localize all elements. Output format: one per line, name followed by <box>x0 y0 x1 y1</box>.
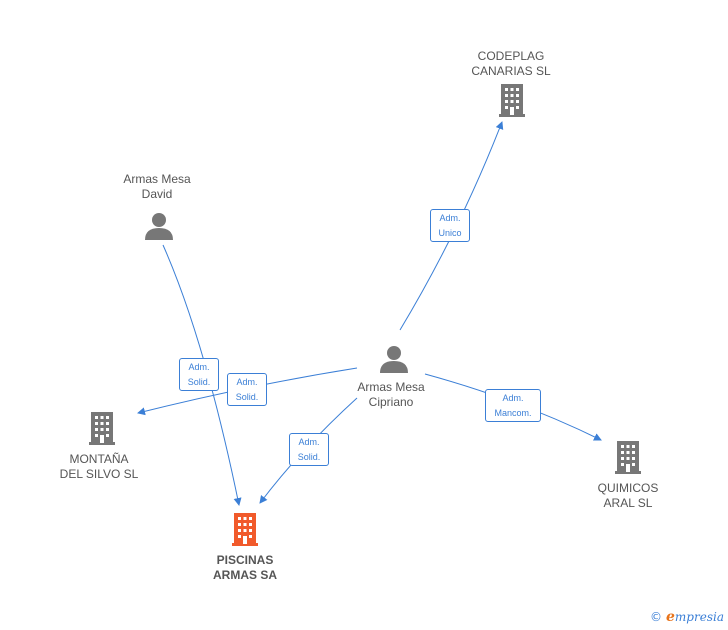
relation-line: Solid. <box>297 452 321 462</box>
relation-line: Adm. <box>188 362 210 372</box>
node-label-line: QUIMICOS <box>597 481 659 495</box>
edge-david-piscinas <box>162 244 242 506</box>
person-icon <box>380 346 408 373</box>
node-label-line: DEL SILVO SL <box>59 467 139 481</box>
building-icon <box>89 412 115 445</box>
relation-line: Adm. <box>236 377 258 387</box>
relation-badge-cipriano-montana[interactable]: Adm. Solid. <box>227 373 267 406</box>
brand-initial: e <box>666 609 675 625</box>
relation-line: Solid. <box>235 392 259 402</box>
node-label-piscinas[interactable]: PISCINAS ARMAS SA <box>213 553 277 583</box>
relation-line: Unico <box>438 228 462 238</box>
node-label-montana[interactable]: MONTAÑA DEL SILVO SL <box>60 452 139 482</box>
node-label-line: ARAL SL <box>603 496 653 510</box>
building-icon <box>499 84 525 117</box>
copyright-symbol: © <box>650 610 662 624</box>
relation-line: Solid. <box>187 377 211 387</box>
building-icon <box>232 513 258 546</box>
node-label-line: Cipriano <box>368 395 414 409</box>
relation-badge-cipriano-piscinas[interactable]: Adm. Solid. <box>289 433 329 466</box>
relation-line: Mancom. <box>494 408 532 418</box>
node-label-line: David <box>141 187 173 201</box>
brand-logo[interactable]: © empresia <box>650 609 724 625</box>
node-label-line: ARMAS SA <box>212 568 278 582</box>
relation-line: Adm. <box>298 437 320 447</box>
relation-badge-quimicos[interactable]: Adm. Mancom. <box>485 389 541 422</box>
relation-badge-codeplag[interactable]: Adm. Unico <box>430 209 470 242</box>
relation-line: Adm. <box>439 213 461 223</box>
node-label-line: CODEPLAG <box>477 49 545 63</box>
brand-name: mpresia <box>674 610 724 624</box>
node-label-line: Armas Mesa <box>123 172 191 186</box>
building-icon <box>615 441 641 474</box>
node-label-quimicos[interactable]: QUIMICOS ARAL SL <box>598 481 659 511</box>
node-label-line: MONTAÑA <box>69 452 129 466</box>
node-label-codeplag[interactable]: CODEPLAG CANARIAS SL <box>471 49 550 79</box>
node-label-line: CANARIAS SL <box>471 64 551 78</box>
node-label-line: PISCINAS <box>216 553 274 567</box>
node-label-cipriano[interactable]: Armas Mesa Cipriano <box>357 380 424 410</box>
node-label-david[interactable]: Armas Mesa David <box>123 172 190 202</box>
relation-badge-david-piscinas[interactable]: Adm. Solid. <box>179 358 219 391</box>
person-icon <box>145 213 173 240</box>
node-label-line: Armas Mesa <box>357 380 425 394</box>
relation-line: Adm. <box>502 393 524 403</box>
